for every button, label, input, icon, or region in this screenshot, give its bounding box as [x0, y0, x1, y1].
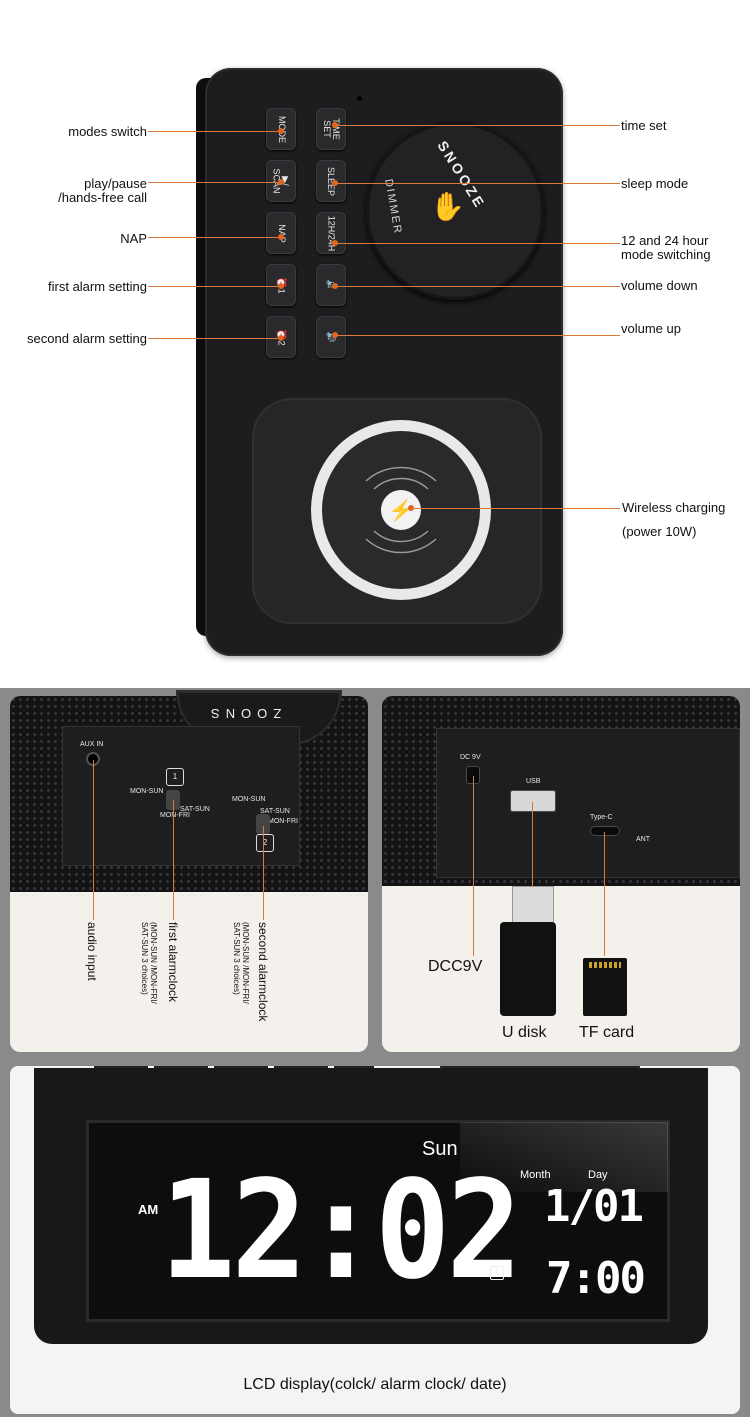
- lcd-date: 1/01: [544, 1181, 644, 1232]
- lcd-alarm-time: 7:00: [546, 1253, 646, 1304]
- pointer-dot: [408, 505, 414, 511]
- typec-port-label: Type-C: [590, 814, 613, 821]
- pointer-dot: [332, 332, 338, 338]
- label-first-alarm: first alarm setting: [48, 279, 147, 294]
- lcd-day-label: Day: [588, 1169, 608, 1181]
- wireless-waves-icon: [365, 466, 437, 554]
- side-control-area: [62, 726, 300, 866]
- ant-label: ANT: [636, 836, 650, 843]
- lcd-month-label: Month: [520, 1169, 551, 1181]
- pointer-dot: [278, 283, 284, 289]
- second-alarm-slider[interactable]: [256, 814, 270, 834]
- usb-port[interactable]: [510, 790, 556, 812]
- usb-plug: [512, 886, 554, 924]
- label-volume-up: volume up: [621, 321, 681, 336]
- label-time-set: time set: [621, 118, 667, 133]
- typec-port[interactable]: [590, 826, 620, 836]
- pointer-dot: [332, 240, 338, 246]
- pointer-line: [93, 760, 94, 920]
- label-sleep-mode: sleep mode: [621, 176, 689, 191]
- lightning-icon: ⚡: [381, 490, 421, 530]
- pointer-line: [148, 182, 280, 183]
- label-play-pause: play/pause: [84, 176, 147, 191]
- pointer-dot: [278, 234, 284, 240]
- pointer-dot: [278, 179, 284, 185]
- label-u-disk: U disk: [502, 1024, 547, 1041]
- pointer-line: [473, 776, 474, 956]
- pointer-dot: [278, 128, 284, 134]
- lcd-time: 12:02: [160, 1152, 522, 1310]
- label-hands-free: /hands-free call: [58, 190, 147, 205]
- sleep-button[interactable]: SLEEP: [316, 160, 346, 202]
- label-second-alarmclock-sub: (MON-SUN /MON-FRI/ SAT-SUN 3 choices): [232, 922, 250, 1004]
- alarm-2-badge: 2: [256, 834, 274, 852]
- pointer-line: [532, 802, 533, 888]
- label-modes-switch: modes switch: [68, 124, 147, 139]
- lcd-screen: [86, 1120, 670, 1322]
- u-disk-icon: [500, 922, 556, 1016]
- pointer-line: [148, 286, 280, 287]
- pointer-dot: [278, 335, 284, 341]
- pointer-dot: [332, 283, 338, 289]
- lcd-caption: LCD display(colck/ alarm clock/ date): [243, 1376, 507, 1393]
- dc-port[interactable]: [466, 766, 480, 784]
- pointer-line: [336, 125, 620, 126]
- label-nap: NAP: [120, 231, 147, 246]
- switch1-mark-sat-sun: SAT-SUN: [180, 806, 210, 813]
- pointer-line: [336, 243, 620, 244]
- usb-port-label: USB: [526, 778, 541, 785]
- volume-down-button[interactable]: 🔉: [316, 264, 346, 306]
- label-wireless-power: (power 10W): [622, 524, 697, 539]
- aux-jack[interactable]: [86, 752, 100, 766]
- label-first-alarmclock: first alarmclock: [166, 922, 180, 1003]
- pointer-line: [173, 800, 174, 920]
- pointer-line: [148, 338, 280, 339]
- aux-in-label: AUX IN: [80, 741, 104, 748]
- label-second-alarm: second alarm setting: [27, 331, 147, 346]
- switch2-mark-sat-sun: SAT-SUN: [260, 808, 290, 815]
- pointer-dot: [332, 122, 338, 128]
- pointer-line: [336, 286, 620, 287]
- alarm-indicator-icon: 1: [490, 1266, 504, 1280]
- switch2-mark-mon-fri: MON-FRI: [268, 818, 298, 825]
- pointer-line: [336, 335, 620, 336]
- dc-port-label: DC 9V: [460, 754, 481, 761]
- label-wireless-charging: Wireless charging: [622, 500, 726, 515]
- label-first-alarmclock-sub: (MON-SUN /MON-FRI/ SAT-SUN 3 choices): [140, 922, 158, 1004]
- pointer-line: [336, 183, 620, 184]
- tf-card-contacts: [589, 962, 621, 968]
- hand-icon: ✋: [430, 191, 465, 222]
- pointer-line: [604, 832, 605, 956]
- pointer-line: [148, 131, 280, 132]
- label-dcc9v: DCC9V: [428, 958, 483, 975]
- label-hour-mode-1: 12 and 24 hour: [621, 233, 709, 248]
- label-second-alarmclock: second alarmclock: [256, 922, 270, 1022]
- lcd-am: AM: [138, 1202, 159, 1217]
- alarm-1-badge: 1: [166, 768, 184, 786]
- label-audio-input: audio input: [85, 922, 99, 981]
- switch1-mark-mon-sun: MON-SUN: [130, 788, 164, 795]
- rear-port-area: [436, 728, 740, 878]
- knob-fragment-text: ZOONS: [205, 706, 282, 721]
- label-tf-card: TF card: [579, 1024, 635, 1041]
- pointer-line: [148, 237, 280, 238]
- pointer-line: [263, 826, 264, 920]
- label-volume-down: volume down: [621, 278, 698, 293]
- microphone-hole: [357, 96, 362, 101]
- switch1-mark-mon-fri: MON-FRI: [160, 812, 190, 819]
- hour-mode-button[interactable]: 12H/24H: [316, 212, 346, 254]
- volume-up-button[interactable]: 🔊: [316, 316, 346, 358]
- nap-button[interactable]: NAP: [266, 212, 296, 254]
- time-set-button[interactable]: TIME SET: [316, 108, 346, 150]
- snooze-dimmer-knob[interactable]: [366, 122, 544, 300]
- screen-glare: [460, 1122, 668, 1192]
- lcd-day: Sun: [422, 1138, 458, 1160]
- switch2-mark-mon-sun: MON-SUN: [232, 796, 266, 803]
- pointer-line: [412, 508, 620, 509]
- label-hour-mode-2: mode switching: [621, 247, 711, 262]
- pointer-dot: [332, 180, 338, 186]
